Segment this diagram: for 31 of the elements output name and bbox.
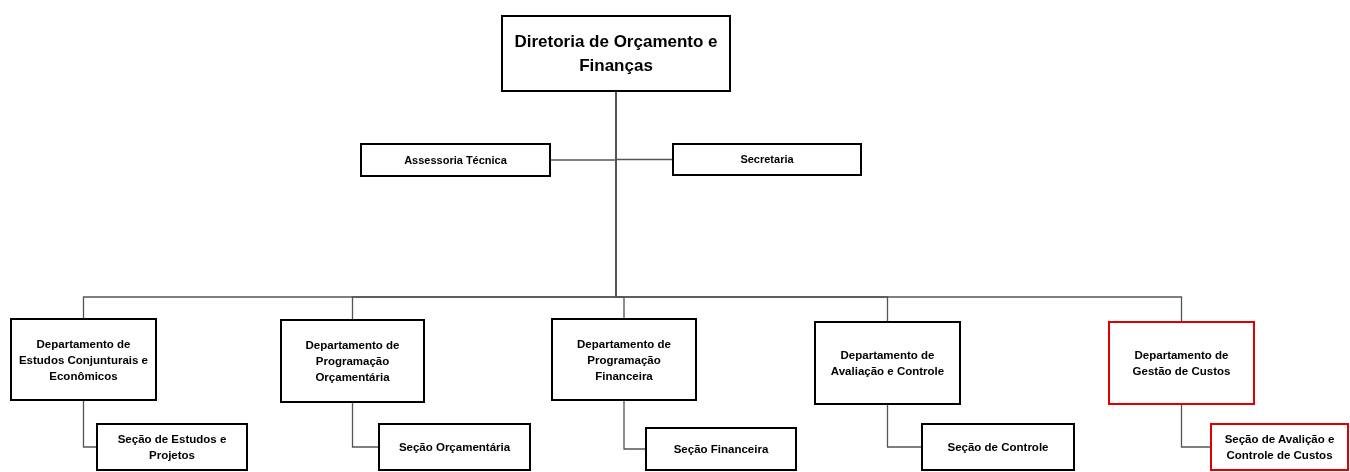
box-label: Seção Orçamentária: [398, 440, 511, 455]
org-box: [921, 423, 1075, 471]
org-box: [280, 319, 425, 403]
box-label: Departamento de Programação Orçamentária: [304, 338, 401, 385]
box-label: Seção Financeira: [673, 442, 769, 457]
connector-line: [886, 404, 922, 448]
box-label: Seção de Controle: [947, 440, 1049, 455]
org-box: [10, 318, 157, 401]
org-box: [501, 15, 731, 92]
org-box: [645, 427, 797, 471]
org-box: [672, 143, 862, 176]
connector-line: [351, 402, 379, 448]
box-label: Seção de Estudos e Projetos: [116, 432, 228, 463]
connector-line: [1180, 404, 1211, 448]
org-box: [1210, 423, 1349, 471]
org-box: [96, 423, 248, 471]
box-label: Departamento de Estudos Conjunturais e Econômicos: [17, 336, 150, 384]
org-box: [360, 143, 551, 177]
org-box: [814, 321, 961, 405]
connector-line: [623, 400, 646, 450]
org-box: [551, 318, 697, 401]
connector-line: [82, 400, 97, 448]
box-label: Diretoria de Orçamento e Finanças: [513, 30, 719, 77]
box-label: Departamento de Gestão de Custos: [1131, 348, 1232, 379]
org-box: [1108, 321, 1255, 405]
box-label: Secretaria: [740, 152, 794, 168]
box-label: Seção de Avalição e Controle de Custos: [1223, 432, 1336, 463]
box-label: Assessoria Técnica: [404, 152, 507, 168]
box-label: Departamento de Avaliação e Controle: [829, 348, 946, 379]
box-label: Departamento de Programação Financeira: [576, 336, 672, 384]
org-box: [378, 423, 531, 471]
